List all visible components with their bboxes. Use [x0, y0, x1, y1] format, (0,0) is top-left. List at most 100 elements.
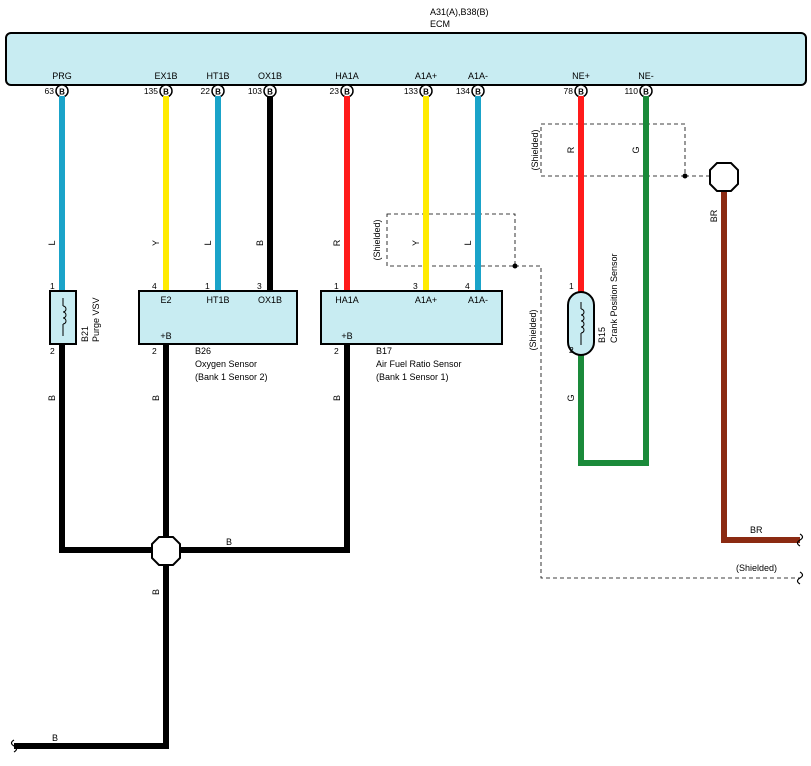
ecm-terminal-connector: B — [344, 88, 350, 97]
wire-label-ne-minus: G — [631, 146, 641, 153]
shielded-label-out: (Shielded) — [736, 563, 777, 573]
wire-label-crank-bottom: G — [566, 394, 576, 401]
wire-label-shield-drain-out: BR — [750, 525, 763, 535]
af-pin-2: 3 — [413, 281, 418, 291]
ecm-code: A31(A),B38(B) — [430, 7, 489, 17]
purge-vsv-name: Purge VSV — [91, 297, 101, 342]
ecm-terminal-number: 23 — [330, 86, 340, 96]
ecm-terminal-name: A1A+ — [415, 71, 437, 81]
af-sensor-detail: (Bank 1 Sensor 1) — [376, 372, 449, 382]
ecm-terminal-connector: B — [59, 88, 65, 97]
ecm-terminal-5: A1A+ 133 B — [404, 71, 437, 98]
ecm-terminal-number: 22 — [201, 86, 211, 96]
purge-vsv-component: 1 2 B21 Purge VSV — [49, 281, 101, 356]
ecm-terminal-6: A1A- 134 B — [456, 71, 488, 98]
wires — [14, 96, 800, 749]
ecm-terminal-connector: B — [578, 88, 584, 97]
ecm-terminal-connector: B — [215, 88, 221, 97]
ecm-terminal-connector: B — [475, 88, 481, 97]
ecm-box — [5, 32, 807, 86]
o2-terminal-plus-b: +B — [160, 331, 171, 341]
crank-sensor-name: Crank Position Sensor — [609, 253, 619, 343]
af-terminal-a1a-plus: A1A+ — [415, 295, 437, 305]
break-mark-ground — [10, 739, 18, 753]
crank-sensor-code: B15 — [597, 327, 607, 343]
o2-pin-bottom: 2 — [152, 346, 157, 356]
ecm-terminal-name: EX1B — [154, 71, 177, 81]
af-pin-1: 1 — [334, 281, 339, 291]
wire-ground-loop — [59, 344, 350, 553]
purge-vsv-code: B21 — [80, 326, 90, 342]
ecm-name: ECM — [430, 19, 450, 29]
oxygen-sensor-name: Oxygen Sensor — [195, 359, 257, 369]
o2-pin-3: 3 — [257, 281, 262, 291]
wire-label-ox1b: B — [255, 240, 265, 246]
ecm-terminal-connector: B — [267, 88, 273, 97]
break-mark-br — [796, 533, 804, 547]
wire-label-bottom-ground: B — [52, 733, 58, 743]
crank-shield-box — [540, 123, 686, 177]
purge-pin-bottom: 2 — [50, 346, 55, 356]
wire-label-ht1b: L — [203, 240, 213, 245]
wire-label-purge-ground: B — [47, 395, 57, 401]
ecm-terminal-name: HT1B — [206, 71, 229, 81]
ecm-terminal-number: 133 — [404, 86, 418, 96]
oxygen-sensor-component: 4 1 3 E2 HT1B OX1B +B 2 B26 Oxygen Senso… — [138, 281, 298, 382]
ecm-terminal-name: PRG — [52, 71, 72, 81]
wire-label-af-ground: B — [332, 395, 342, 401]
ecm-terminal-name: NE- — [638, 71, 654, 81]
purge-pin-top: 1 — [50, 281, 55, 291]
ecm-terminal-number: 63 — [45, 86, 55, 96]
o2-terminal-e2: E2 — [160, 295, 171, 305]
ecm-terminal-number: 78 — [564, 86, 574, 96]
coil-icon — [62, 298, 67, 336]
wire-ground-down — [14, 550, 169, 749]
crank-sensor-component: 1 2 B15 Crank Position Sensor — [567, 253, 619, 356]
af-sensor-code: B17 — [376, 346, 392, 356]
ecm-terminal-connector: B — [423, 88, 429, 97]
wire-label-prg: L — [47, 240, 57, 245]
oxygen-sensor-code: B26 — [195, 346, 211, 356]
af-sensor-box — [320, 290, 503, 345]
oxygen-sensor-detail: (Bank 1 Sensor 2) — [195, 372, 268, 382]
crank-pin-bottom: 2 — [569, 345, 574, 355]
ecm-terminal-3: OX1B 103 B — [248, 71, 282, 98]
shield-lines — [386, 123, 800, 579]
octagon-junction-icon — [709, 162, 739, 192]
ecm-terminal-name: A1A- — [468, 71, 488, 81]
oxygen-sensor-box — [138, 290, 298, 345]
o2-pin-1: 4 — [152, 281, 157, 291]
af-pin-3: 4 — [465, 281, 470, 291]
wire-label-a1a-minus: L — [463, 240, 473, 245]
af-terminal-plus-b: +B — [341, 331, 352, 341]
crank-shield-dot — [682, 173, 688, 179]
ecm-terminal-connector: B — [163, 88, 169, 97]
o2-terminal-ox1b: OX1B — [258, 295, 282, 305]
wire-label-shield-drain: BR — [709, 209, 719, 222]
af-terminal-ha1a: HA1A — [335, 295, 359, 305]
wire-ne-minus — [578, 96, 649, 466]
wire-label-ex1b: Y — [151, 240, 161, 246]
crank-sensor-body — [567, 291, 595, 356]
junctions — [151, 162, 739, 566]
ecm-terminal-name: OX1B — [258, 71, 282, 81]
shield-labels: (Shielded) (Shielded) (Shielded) (Shield… — [372, 129, 777, 573]
af-sensor-component: 1 3 4 HA1A A1A+ A1A- +B 2 B17 Air Fuel R… — [320, 281, 503, 382]
ecm-terminal-number: 103 — [248, 86, 262, 96]
ecm-terminal-number: 134 — [456, 86, 470, 96]
ecm-block: A31(A),B38(B) ECM — [5, 7, 807, 86]
wire-break-marks — [10, 533, 804, 753]
ecm-terminal-2: HT1B 22 B — [201, 71, 230, 98]
shielded-label-af-lead: (Shielded) — [528, 309, 538, 350]
af-shield-lead — [515, 265, 800, 579]
wire-label-junction-af: B — [226, 537, 232, 547]
wire-label-o2-ground: B — [151, 395, 161, 401]
ecm-terminal-0: PRG 63 B — [45, 71, 72, 98]
octagon-junction-icon — [151, 536, 181, 566]
af-sensor-name: Air Fuel Ratio Sensor — [376, 359, 462, 369]
